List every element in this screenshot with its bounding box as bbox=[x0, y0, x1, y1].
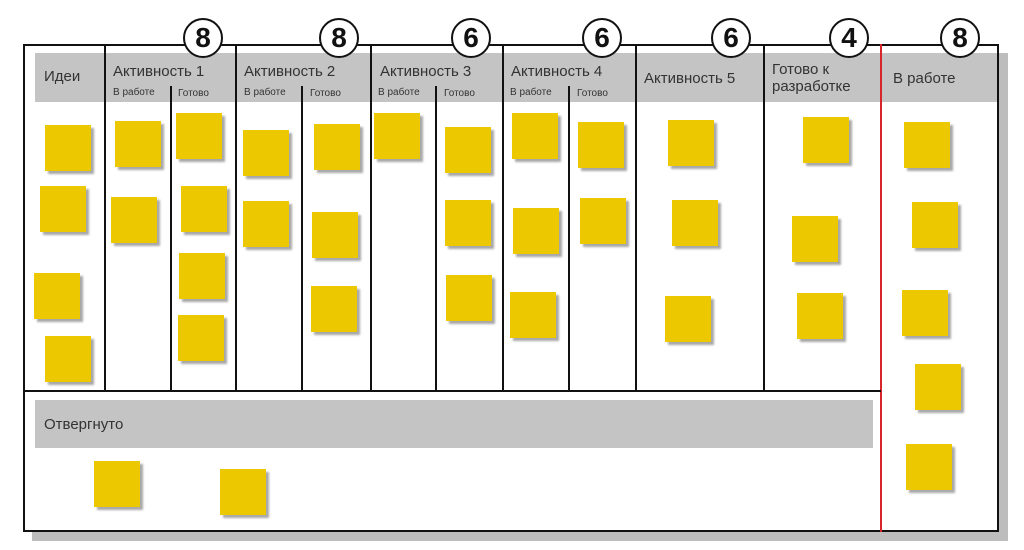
sub-title-in-work: В работе bbox=[378, 87, 420, 98]
sticky-note[interactable] bbox=[792, 216, 838, 262]
header-band bbox=[35, 53, 997, 102]
sticky-note[interactable] bbox=[111, 197, 157, 243]
sub-title-done: Готово bbox=[310, 88, 341, 99]
sticky-note[interactable] bbox=[797, 293, 843, 339]
column-divider bbox=[635, 44, 637, 391]
sticky-note[interactable] bbox=[445, 127, 491, 173]
sticky-note[interactable] bbox=[181, 186, 227, 232]
sticky-note[interactable] bbox=[904, 122, 950, 168]
column-divider bbox=[502, 44, 504, 391]
sticky-note[interactable] bbox=[513, 208, 559, 254]
sticky-note[interactable] bbox=[668, 120, 714, 166]
column-title-in-progress: В работе bbox=[893, 70, 956, 87]
sub-title-done: Готово bbox=[444, 88, 475, 99]
column-divider bbox=[235, 44, 237, 391]
wip-limit-in-progress: 8 bbox=[940, 18, 980, 58]
sub-title-done: Готово bbox=[577, 88, 608, 99]
rejected-band bbox=[35, 400, 873, 448]
sticky-note[interactable] bbox=[915, 364, 961, 410]
sticky-note[interactable] bbox=[40, 186, 86, 232]
column-divider bbox=[370, 44, 372, 391]
sticky-note[interactable] bbox=[176, 113, 222, 159]
column-divider bbox=[763, 44, 765, 391]
sticky-note[interactable] bbox=[179, 253, 225, 299]
wip-limit-activity5: 6 bbox=[711, 18, 751, 58]
sticky-note[interactable] bbox=[578, 122, 624, 168]
sticky-note[interactable] bbox=[178, 315, 224, 361]
sub-column-divider bbox=[301, 86, 303, 391]
sticky-note[interactable] bbox=[311, 286, 357, 332]
sticky-note[interactable] bbox=[580, 198, 626, 244]
rejected-lane-divider bbox=[23, 390, 881, 392]
column-title-ready-line2: разработке bbox=[772, 78, 851, 95]
sub-title-in-work: В работе bbox=[113, 87, 155, 98]
sticky-note[interactable] bbox=[912, 202, 958, 248]
sticky-note[interactable] bbox=[374, 113, 420, 159]
sticky-note[interactable] bbox=[665, 296, 711, 342]
column-title-activity5: Активность 5 bbox=[644, 70, 736, 87]
wip-limit-activity3: 6 bbox=[451, 18, 491, 58]
wip-limit-ready: 4 bbox=[829, 18, 869, 58]
wip-limit-activity2: 8 bbox=[319, 18, 359, 58]
sub-title-in-work: В работе bbox=[510, 87, 552, 98]
in-progress-divider bbox=[880, 44, 882, 532]
sticky-note[interactable] bbox=[220, 469, 266, 515]
sticky-note[interactable] bbox=[34, 273, 80, 319]
sticky-note[interactable] bbox=[803, 117, 849, 163]
sticky-note[interactable] bbox=[445, 200, 491, 246]
sticky-note[interactable] bbox=[45, 125, 91, 171]
sticky-note[interactable] bbox=[243, 201, 289, 247]
column-title-ready-line1: Готово к bbox=[772, 61, 830, 78]
sub-title-in-work: В работе bbox=[244, 87, 286, 98]
sticky-note[interactable] bbox=[902, 290, 948, 336]
sticky-note[interactable] bbox=[312, 212, 358, 258]
column-title-activity4: Активность 4 bbox=[511, 63, 603, 80]
column-title-activity1: Активность 1 bbox=[113, 63, 205, 80]
sticky-note[interactable] bbox=[446, 275, 492, 321]
column-title-activity3: Активность 3 bbox=[380, 63, 472, 80]
wip-limit-activity1: 8 bbox=[183, 18, 223, 58]
sticky-note[interactable] bbox=[115, 121, 161, 167]
wip-limit-activity4: 6 bbox=[582, 18, 622, 58]
sticky-note[interactable] bbox=[314, 124, 360, 170]
sticky-note[interactable] bbox=[94, 461, 140, 507]
rejected-title: Отвергнуто bbox=[44, 416, 124, 433]
sticky-note[interactable] bbox=[45, 336, 91, 382]
sticky-note[interactable] bbox=[243, 130, 289, 176]
sub-column-divider bbox=[170, 86, 172, 391]
sticky-note[interactable] bbox=[672, 200, 718, 246]
sub-column-divider bbox=[435, 86, 437, 391]
sticky-note[interactable] bbox=[512, 113, 558, 159]
sticky-note[interactable] bbox=[510, 292, 556, 338]
sub-column-divider bbox=[568, 86, 570, 391]
sub-title-done: Готово bbox=[178, 88, 209, 99]
column-title-ideas: Идеи bbox=[44, 68, 81, 85]
column-title-activity2: Активность 2 bbox=[244, 63, 336, 80]
column-divider bbox=[104, 44, 106, 391]
sticky-note[interactable] bbox=[906, 444, 952, 490]
